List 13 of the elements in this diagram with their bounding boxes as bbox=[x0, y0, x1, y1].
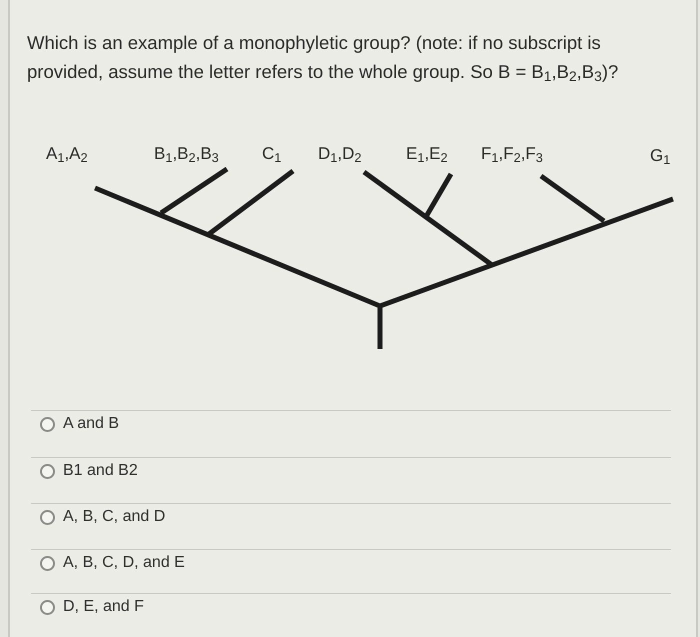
answer-option: A and B bbox=[63, 413, 120, 435]
taxon-label: D$_{1}$,D$_{2}$ bbox=[318, 143, 362, 165]
answer-option: B1 and B2 bbox=[63, 460, 138, 482]
question-text: Which is an example of a monophyletic group? (note: if no subscript is provided, assume the letter refers to the whole group. So B = B$_{1}$,B$_{2}$,B$_{3}$)? bbox=[27, 31, 620, 86]
answer-option: A, B, C, D, and E bbox=[63, 552, 185, 574]
taxon-label: G$_{1}$ bbox=[650, 145, 670, 167]
taxon-label: A$_{1}$,A$_{2}$ bbox=[46, 143, 88, 165]
taxon-label: F$_{1}$,F$_{2}$,F$_{3}$ bbox=[481, 143, 543, 165]
taxon-label: B$_{1}$,B$_{2}$,B$_{3}$ bbox=[154, 143, 219, 165]
answer-option: D, E, and F bbox=[63, 596, 144, 618]
taxon-label: C$_{1}$ bbox=[262, 143, 282, 165]
taxon-label: E$_{1}$,E$_{2}$ bbox=[406, 143, 448, 165]
answer-option: A, B, C, and D bbox=[63, 506, 166, 528]
